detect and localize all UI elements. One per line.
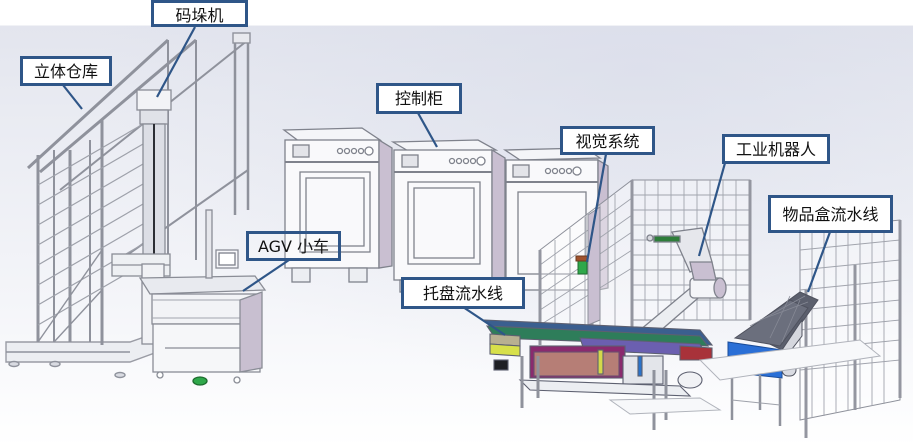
safety-fence-illustration xyxy=(538,178,902,438)
callout-agv: AGV 小车 xyxy=(246,231,341,261)
callout-rack-warehouse: 立体仓库 xyxy=(20,56,112,86)
callout-tray-line: 托盘流水线 xyxy=(401,277,525,309)
callout-vision-system: 视觉系统 xyxy=(560,126,655,155)
control-cabinets-illustration xyxy=(282,127,609,293)
callout-industrial-robot: 工业机器人 xyxy=(722,134,830,164)
callout-stacker-crane: 码垛机 xyxy=(151,0,248,27)
tray-conveyor-illustration xyxy=(483,319,714,430)
rack-warehouse-illustration xyxy=(5,32,251,379)
callout-control-cabinet: 控制柜 xyxy=(376,83,462,114)
robot-arm-illustration xyxy=(638,227,727,339)
callout-item-box-line: 物品盒流水线 xyxy=(768,195,893,233)
leader-lines xyxy=(62,26,832,336)
floor-plates xyxy=(608,339,882,415)
agv-illustration xyxy=(138,209,267,386)
